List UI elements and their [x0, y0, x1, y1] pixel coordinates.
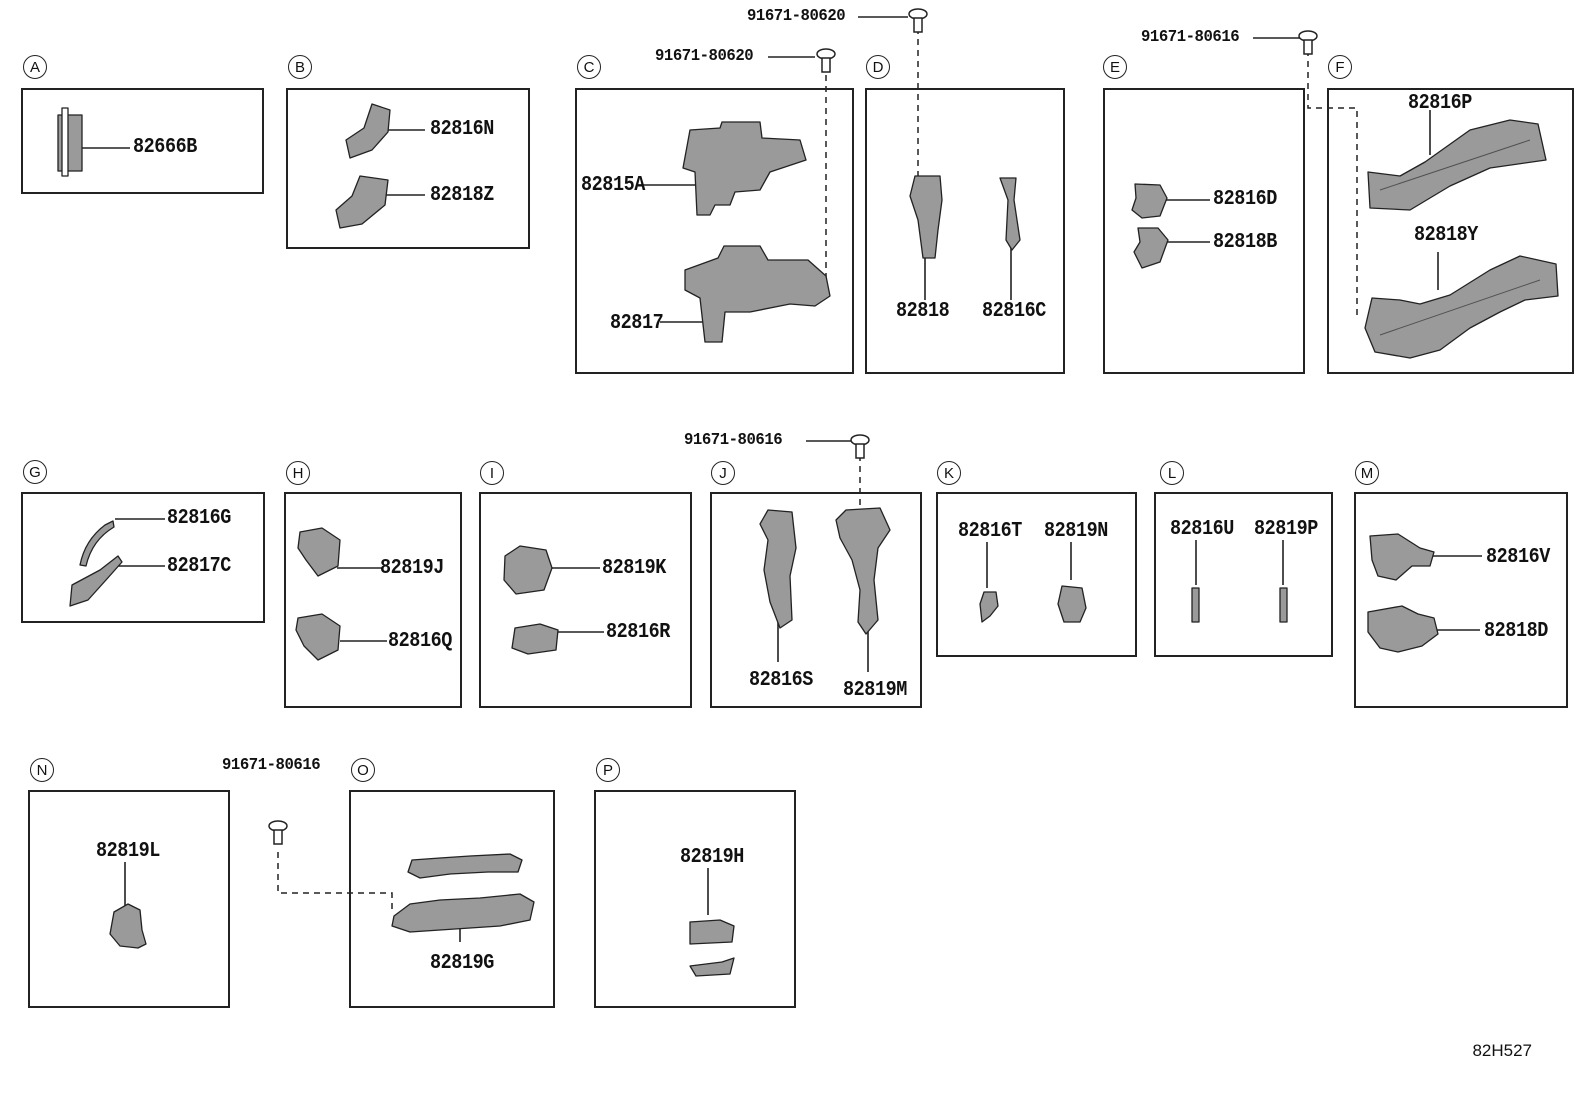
part-label-82816t: 82816T	[958, 520, 1022, 543]
panel-letter-i: I	[480, 461, 504, 485]
panel-letter-m: M	[1355, 461, 1379, 485]
panel-letter-j: J	[711, 461, 735, 485]
bolt-label-o: 91671-80616	[222, 756, 321, 775]
panel-letter-h: H	[286, 461, 310, 485]
part-label-82819g: 82819G	[430, 952, 494, 975]
part-label-82819h: 82819H	[680, 846, 744, 869]
part-label-82816s: 82816S	[749, 669, 813, 692]
panel-j	[710, 492, 922, 708]
panel-letter-o: O	[351, 758, 375, 782]
part-label-82818b: 82818B	[1213, 231, 1277, 254]
part-label-82818z: 82818Z	[430, 184, 494, 207]
panel-b	[286, 88, 530, 249]
part-label-82819n: 82819N	[1044, 520, 1108, 543]
part-label-82819l: 82819L	[96, 840, 160, 863]
panel-m	[1354, 492, 1568, 708]
panel-letter-a: A	[23, 55, 47, 79]
panel-l	[1154, 492, 1333, 657]
bolt-label-c: 91671-80620	[655, 47, 754, 66]
panel-letter-g: G	[23, 460, 47, 484]
part-label-82816p: 82816P	[1408, 92, 1472, 115]
diagram-code: 82H527	[1472, 1041, 1532, 1060]
part-label-82819k: 82819K	[602, 557, 666, 580]
part-label-82818: 82818	[896, 300, 950, 323]
panel-n	[28, 790, 230, 1008]
part-label-82816c: 82816C	[982, 300, 1046, 323]
bolt-label-f: 91671-80616	[1141, 28, 1240, 47]
part-label-82819p: 82819P	[1254, 518, 1318, 541]
part-label-82816v: 82816V	[1486, 546, 1550, 569]
panel-d	[865, 88, 1065, 374]
part-label-82816r: 82816R	[606, 621, 670, 644]
part-label-82816u: 82816U	[1170, 518, 1234, 541]
part-label-82819j: 82819J	[380, 557, 444, 580]
part-label-82816n: 82816N	[430, 118, 494, 141]
bolt-label-d: 91671-80620	[747, 7, 846, 26]
part-label-82815a: 82815A	[581, 174, 645, 197]
part-label-82817: 82817	[610, 312, 664, 335]
panel-g	[21, 492, 265, 623]
part-label-82819m: 82819M	[843, 679, 907, 702]
part-label-82818y: 82818Y	[1414, 224, 1478, 247]
part-label-82818d: 82818D	[1484, 620, 1548, 643]
panel-letter-e: E	[1103, 55, 1127, 79]
panel-i	[479, 492, 692, 708]
part-label-82816q: 82816Q	[388, 630, 452, 653]
panel-letter-k: K	[937, 461, 961, 485]
panel-letter-p: P	[596, 758, 620, 782]
part-label-82817c: 82817C	[167, 555, 231, 578]
panel-h	[284, 492, 462, 708]
panel-k	[936, 492, 1137, 657]
part-label-82816g: 82816G	[167, 507, 231, 530]
part-label-82666b: 82666B	[133, 136, 197, 159]
panel-letter-l: L	[1160, 461, 1184, 485]
panel-p	[594, 790, 796, 1008]
panel-letter-b: B	[288, 55, 312, 79]
panel-letter-n: N	[30, 758, 54, 782]
panel-letter-f: F	[1328, 55, 1352, 79]
panel-letter-d: D	[866, 55, 890, 79]
panel-o	[349, 790, 555, 1008]
panel-letter-c: C	[577, 55, 601, 79]
part-label-82816d: 82816D	[1213, 188, 1277, 211]
bolt-label-j: 91671-80616	[684, 431, 783, 450]
